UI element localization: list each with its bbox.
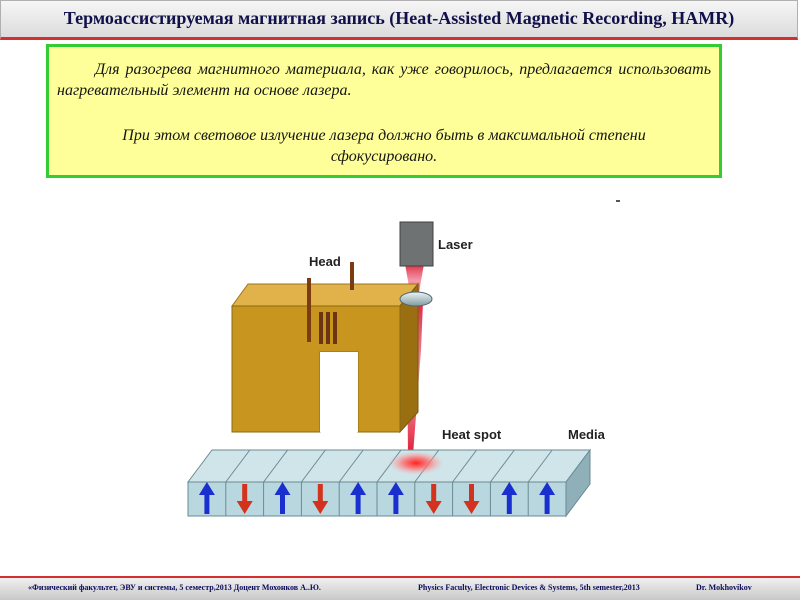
media-label: Media	[568, 427, 606, 442]
media-cell-divider	[300, 449, 326, 483]
note-paragraph-2: При этом световое излучение лазера должн…	[122, 127, 646, 165]
heat-spot-label: Heat spot	[442, 427, 502, 442]
arrow-up-icon	[350, 482, 367, 514]
heat-spot	[388, 451, 444, 475]
arrow-up-icon	[501, 482, 518, 514]
footer-author: Dr. Mokhovikov	[696, 583, 752, 592]
note-box: Для разогрева магнитного материала, как …	[46, 44, 722, 178]
magnetic-bit-arrows	[198, 482, 556, 514]
arrow-up-icon	[387, 482, 404, 514]
media-cell-divider	[527, 449, 553, 483]
note-paragraph-1: Для разогрева магнитного материала, как …	[57, 61, 711, 99]
footer-bar: «Физический факультет, ЭВУ и системы, 5 …	[0, 576, 800, 600]
recording-head	[231, 282, 420, 434]
footer-ru-credit: «Физический факультет, ЭВУ и системы, 5 …	[28, 583, 321, 592]
stray-mark	[616, 200, 620, 202]
arrow-down-icon	[425, 484, 442, 514]
arrow-up-icon	[539, 482, 556, 514]
arrow-down-icon	[236, 484, 253, 514]
head-coil	[307, 262, 354, 344]
arrow-up-icon	[274, 482, 291, 514]
arrow-down-icon	[312, 484, 329, 514]
media-cell-divider	[452, 449, 478, 483]
arrow-up-icon	[198, 482, 215, 514]
laser-source	[399, 221, 434, 267]
footer-en-course: Physics Faculty, Electronic Devices & Sy…	[418, 583, 640, 592]
media-cell-divider	[263, 449, 289, 483]
recording-media	[187, 448, 591, 518]
arrow-down-icon	[463, 484, 480, 514]
title-bar: Термоассистируемая магнитная запись (Hea…	[0, 0, 798, 40]
media-cell-divider	[225, 449, 251, 483]
media-cell-divider	[338, 449, 364, 483]
laser-label: Laser	[438, 237, 473, 252]
head-label: Head	[309, 254, 341, 269]
slide-title: Термоассистируемая магнитная запись (Hea…	[63, 8, 735, 28]
media-cells	[225, 449, 553, 516]
media-cell-divider	[489, 449, 515, 483]
focusing-lens	[399, 291, 433, 307]
